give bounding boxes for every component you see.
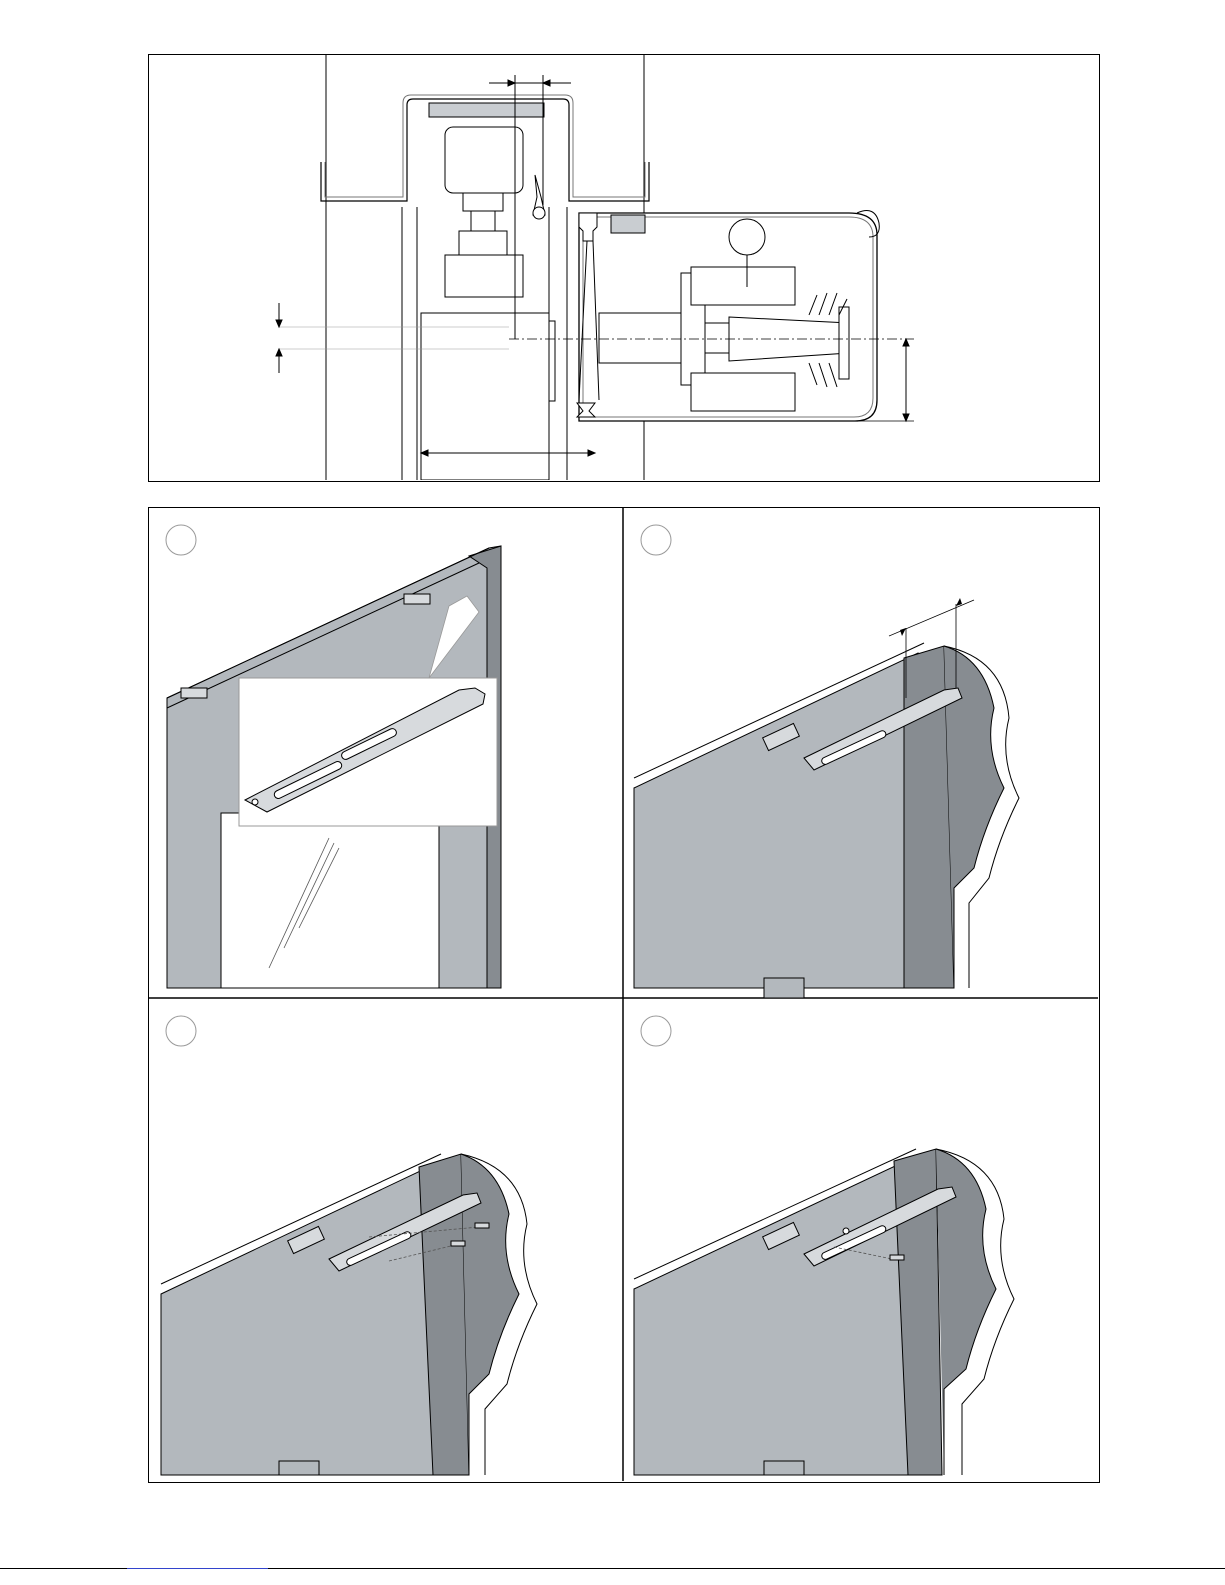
footer-link-underline <box>127 1568 268 1569</box>
step-4-panel <box>624 999 1098 1481</box>
step-2-marker <box>641 525 671 555</box>
step-3-drawing <box>149 999 623 1481</box>
step-1-panel <box>149 508 623 998</box>
step-2-panel <box>624 508 1098 998</box>
step-1-drawing <box>149 508 623 998</box>
step-4-drawing <box>624 999 1098 1481</box>
step-3-panel <box>149 999 623 1481</box>
step-1-marker <box>166 525 196 555</box>
steps-grid <box>148 507 1100 1483</box>
step-4-marker <box>641 1016 671 1046</box>
cross-section-panel <box>148 54 1100 482</box>
step-3-marker <box>166 1016 196 1046</box>
cross-section-drawing <box>149 55 1098 480</box>
step-2-drawing <box>624 508 1098 998</box>
